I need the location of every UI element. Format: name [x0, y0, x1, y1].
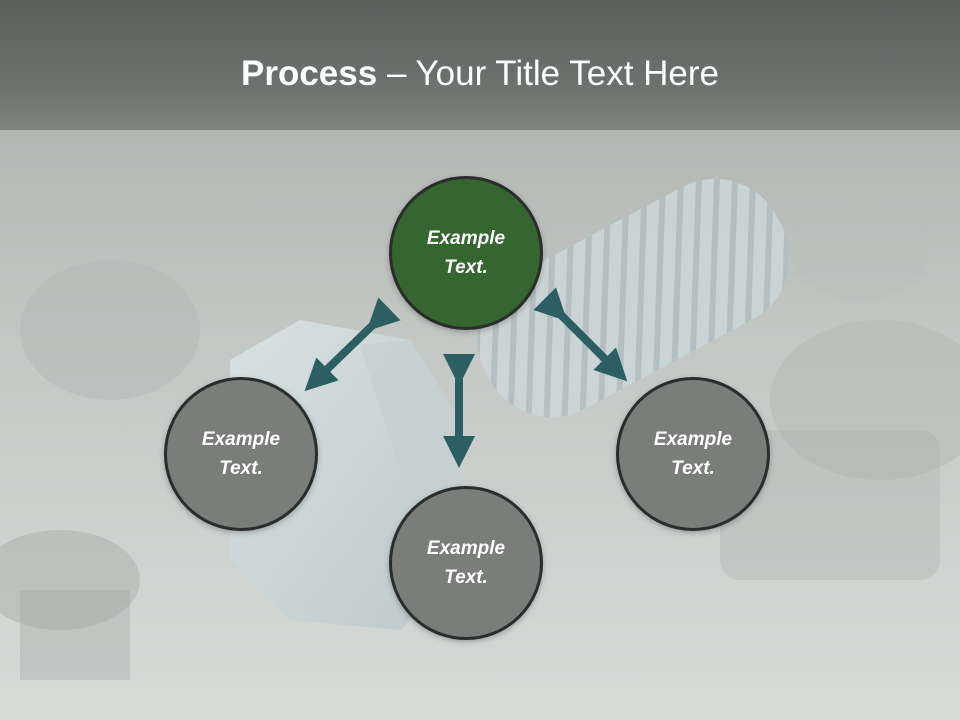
title-band	[0, 0, 960, 130]
node-label-line2: Text.	[671, 458, 715, 479]
title-bold: Process	[241, 54, 378, 93]
double-arrow-icon	[304, 297, 401, 392]
node-label: Example Text.	[633, 425, 753, 483]
node-label-line2: Text.	[444, 567, 488, 588]
process-node-right[interactable]: Example Text.	[616, 377, 770, 531]
node-label-line1: Example	[653, 429, 733, 450]
process-node-bottom[interactable]: Example Text.	[389, 486, 543, 640]
node-label-line1: Example	[201, 429, 281, 450]
double-arrow-icon	[533, 287, 628, 382]
node-label-line1: Example	[426, 538, 506, 559]
process-node-left[interactable]: Example Text.	[164, 377, 318, 531]
node-label: Example Text.	[406, 534, 526, 592]
node-label-line1: Example	[426, 228, 506, 249]
title-rest: – Your Title Text Here	[377, 54, 719, 93]
node-label-line2: Text.	[444, 257, 488, 278]
node-label: Example Text.	[181, 425, 301, 483]
node-label-line2: Text.	[219, 458, 263, 479]
process-node-top[interactable]: Example Text.	[389, 176, 543, 330]
page-title: Process – Your Title Text Here	[0, 52, 960, 96]
node-label: Example Text.	[406, 224, 526, 282]
